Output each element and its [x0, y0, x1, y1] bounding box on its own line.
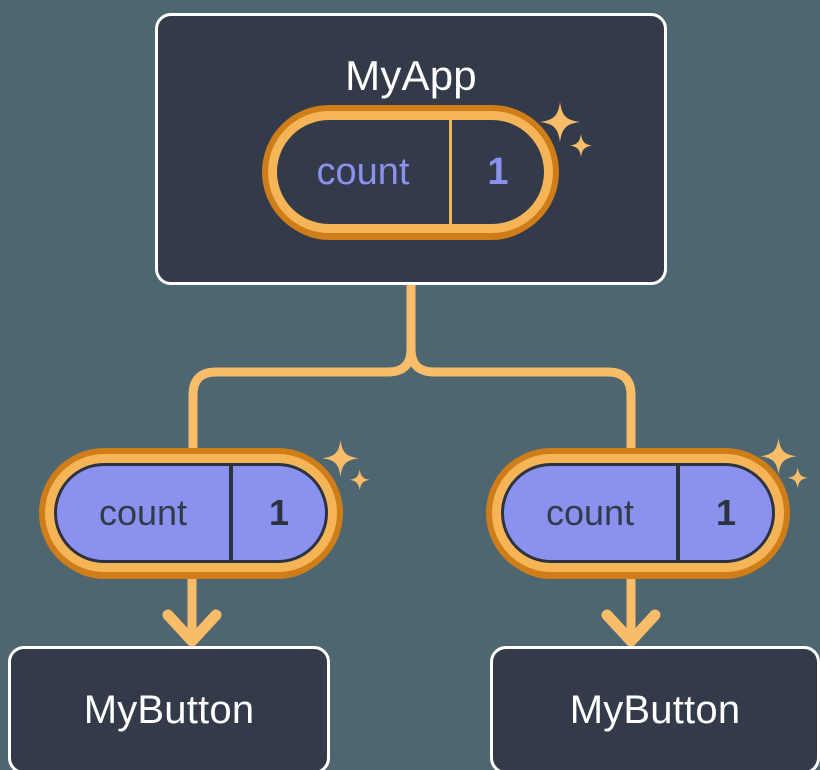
node-mybutton-left[interactable]: MyButton — [8, 646, 330, 770]
node-mybutton-right[interactable]: MyButton — [490, 646, 820, 770]
signal-value: 1 — [676, 466, 772, 560]
signal-pill-left[interactable]: count 1 — [45, 454, 337, 572]
arrow-down-right — [601, 565, 661, 647]
signal-pill-app-inner: count 1 — [277, 120, 544, 224]
signal-pill-left-inner: count 1 — [54, 463, 328, 563]
signal-name: count — [316, 150, 410, 193]
signal-pill-app[interactable]: count 1 — [268, 111, 553, 233]
node-mybutton-right-label: MyButton — [569, 688, 741, 732]
signal-pill-right-inner: count 1 — [501, 463, 775, 563]
connector-app-to-left — [188, 281, 416, 467]
arrow-down-left — [162, 565, 222, 647]
node-mybutton-left-label: MyButton — [83, 688, 255, 732]
connector-app-to-right — [406, 281, 636, 467]
signal-name: count — [98, 492, 188, 533]
signal-name: count — [545, 492, 635, 533]
signal-pill-right[interactable]: count 1 — [492, 454, 784, 572]
signal-value: 1 — [229, 466, 325, 560]
node-myapp-label: MyApp — [345, 52, 477, 99]
signal-value: 1 — [449, 120, 544, 224]
